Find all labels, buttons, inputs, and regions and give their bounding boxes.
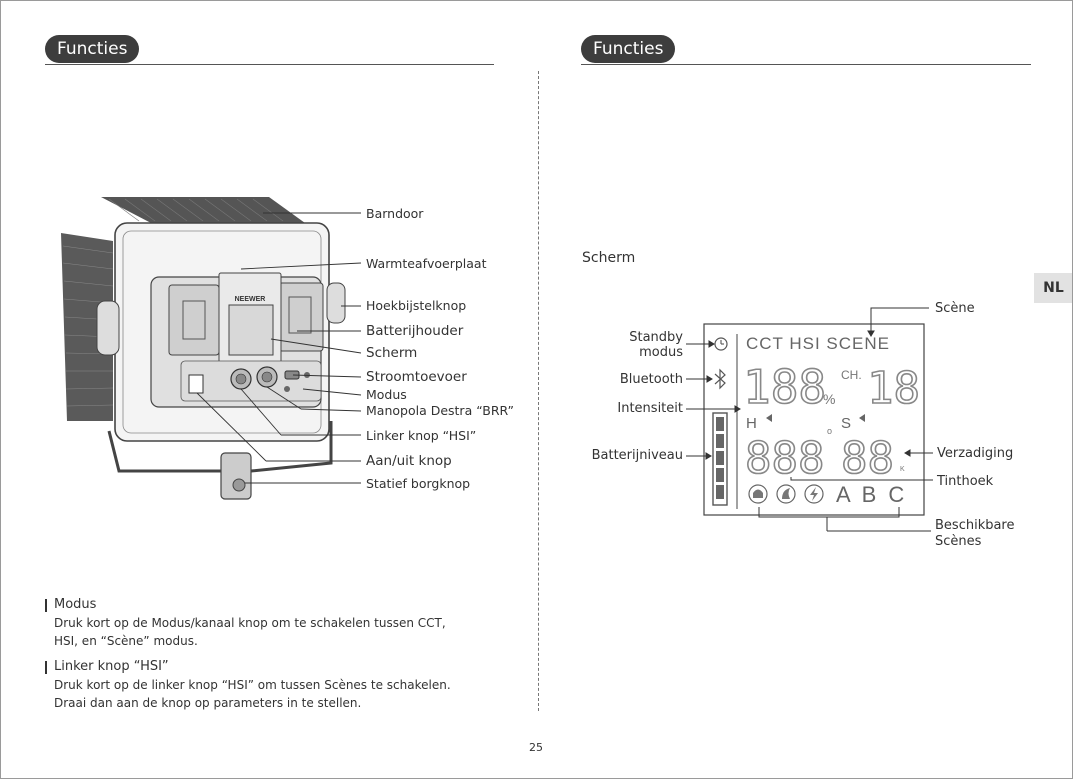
- callout-heat-plate: Warmteafvoerplaat: [366, 256, 487, 271]
- callout-intensity: Intensiteit: [617, 401, 683, 416]
- left-section-header: Functies: [45, 35, 140, 63]
- section-marker: [45, 661, 47, 674]
- callout-saturation: Verzadiging: [937, 446, 1014, 461]
- lcd-k-label: K: [900, 466, 905, 473]
- callout-left-knob: Linker knop “HSI”: [366, 428, 477, 443]
- callout-power-button: Aan/uit knop: [366, 453, 452, 469]
- section-body-line: Druk kort op de linker knop “HSI” om tus…: [54, 678, 451, 692]
- clock-icon: [714, 337, 728, 351]
- lcd-scene-letters: A B C: [836, 482, 907, 507]
- callout-screen: Scherm: [366, 345, 418, 361]
- section-body-line: Druk kort op de Modus/kanaal knop om te …: [54, 616, 446, 630]
- arrow-left-icon: [766, 414, 772, 422]
- section-title-modus: Modus: [54, 597, 97, 612]
- screen-title: Scherm: [582, 250, 636, 266]
- lcd-sat-label: S: [841, 415, 851, 432]
- angle-knob-right: [326, 282, 346, 324]
- lcd-hue-digits: 888: [745, 433, 824, 484]
- led-panel-illustration: NEEWER: [61, 197, 362, 500]
- lcd-hue-label: H: [746, 415, 757, 432]
- lcd-channel-digits: 18: [867, 363, 920, 414]
- lcd-mode-labels: CCT HSI SCENE: [746, 334, 890, 353]
- callout-power-input: Stroomtoevoer: [366, 369, 467, 385]
- battery-level-icon: [712, 412, 728, 506]
- barndoor-top-flap: [101, 197, 305, 223]
- callout-standby-line1: Standby: [629, 330, 683, 345]
- barndoor-left-flap: [61, 233, 113, 421]
- section-title-linker-knop: Linker knop “HSI”: [54, 659, 169, 674]
- callout-available-scenes-line2: Scènes: [935, 534, 982, 549]
- lcd-frame: [703, 323, 925, 516]
- callout-standby-line2: modus: [639, 345, 683, 360]
- callout-battery-holder: Batterijhouder: [366, 323, 464, 339]
- arrow-left-icon: [859, 414, 865, 422]
- lcd-degree-sign: o: [827, 426, 832, 436]
- scene-alarm-icon: [748, 484, 768, 504]
- lcd-percent-sign: %: [823, 391, 835, 407]
- section-body-line: Draai dan aan de knop op parameters in t…: [54, 696, 362, 710]
- page-divider: [538, 71, 539, 711]
- callout-barndoor: Barndoor: [366, 206, 424, 221]
- right-header-rule: [581, 64, 1031, 65]
- callout-hue-angle: Tinthoek: [937, 474, 994, 489]
- bluetooth-icon: [714, 368, 726, 390]
- brand-logo: NEEWER: [235, 296, 266, 303]
- lcd-channel-label: CH.: [841, 368, 862, 382]
- callout-bluetooth: Bluetooth: [619, 372, 683, 387]
- section-marker: [45, 599, 47, 612]
- language-tab: NL: [1034, 273, 1072, 303]
- lcd-sat-digits: 88: [841, 433, 894, 484]
- scene-lightning-icon: [804, 484, 824, 504]
- callout-battery-level: Batterijniveau: [591, 448, 683, 463]
- right-section-header: Functies: [581, 35, 676, 63]
- callout-mode: Modus: [366, 387, 407, 402]
- lcd-intensity-digits: 188: [743, 360, 826, 414]
- angle-knob-left: [96, 300, 120, 356]
- callout-scene: Scène: [935, 301, 975, 316]
- callout-available-scenes-line1: Beschikbare: [935, 518, 1015, 533]
- power-switch: [188, 374, 204, 394]
- left-header-rule: [45, 64, 494, 65]
- callout-stand-lock: Statief borgknop: [366, 476, 471, 491]
- display-screen: [228, 304, 274, 356]
- callout-angle-knob: Hoekbijstelknop: [366, 298, 467, 313]
- page-number: 25: [529, 741, 543, 754]
- scene-flame-icon: [776, 484, 796, 504]
- section-body-line: HSI, en “Scène” modus.: [54, 634, 198, 648]
- callout-right-knob: Manopola Destra “BRR”: [366, 403, 514, 418]
